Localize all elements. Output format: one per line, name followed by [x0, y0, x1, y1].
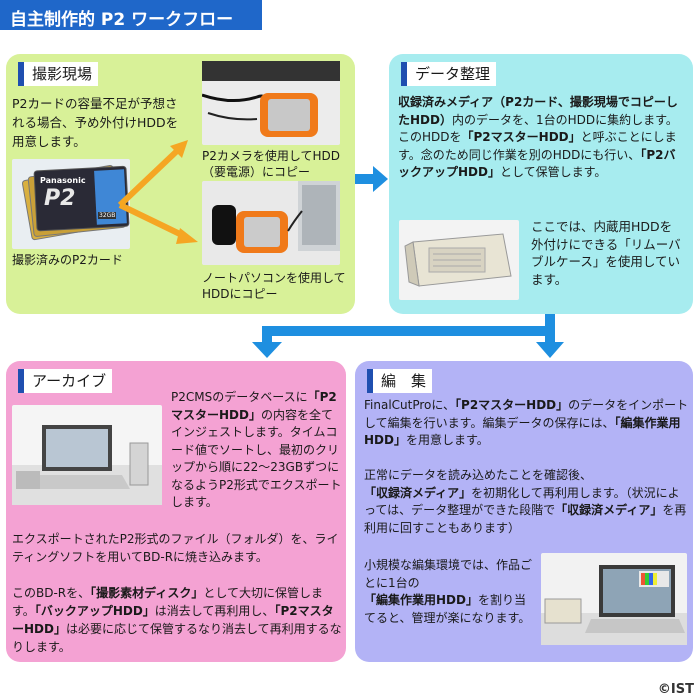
orange-arrow-down-icon	[118, 202, 198, 244]
removable-case-text: ここでは、内蔵用HDDを外付けにできる「リムーバブルケース」を使用しています。	[531, 219, 681, 287]
text-run: のデータをインポートして編集を行います。編集データの保存には、	[364, 398, 689, 430]
text-run: FinalCutProに、	[364, 398, 456, 412]
panel-header-edit: 編 集	[367, 369, 433, 393]
text-run: を用意します。	[405, 433, 489, 447]
edit-text-2: 正常にデータを読み込めたことを確認後、「収録済メディア」を初期化して再利用します…	[364, 467, 690, 537]
text-run: P2CMSのデータベースに	[171, 390, 308, 404]
text-run: を初期化して再利用します。（状況によっては、データ整理ができた段階で	[364, 485, 680, 518]
text-run: を割り当てると、管理が楽になります。	[364, 593, 531, 625]
shooting-note: P2カードの容量不足が予想される場合、予め外付けHDDを用意します。	[12, 96, 179, 149]
laptop-hdd-photo	[202, 181, 340, 265]
edit-text-1: FinalCutProに、「P2マスターHDD」のデータをインポートして編集を行…	[364, 397, 690, 450]
archive-text-3: このBD-Rを、「撮影素材ディスク」として大切に保管します。「バックアップHDD…	[12, 584, 342, 656]
emphasis-text: 「P2バックアップHDD」	[398, 147, 676, 180]
blue-arrow-split-icon	[252, 314, 564, 358]
panel-header-data: データ整理	[401, 62, 497, 86]
panel-shooting: 撮影現場 P2カードの容量不足が予想される場合、予め外付けHDDを用意します。 …	[6, 54, 355, 314]
copyright: ©IST	[657, 682, 694, 697]
edit-setup-photo	[541, 553, 687, 645]
text-run: の内容を全てインジェストします。タイムコード値でソートし、最初のクリップから順に…	[171, 407, 342, 510]
archive-text-1: P2CMSのデータベースに「P2マスターHDD」の内容を全てインジェストします。…	[171, 389, 343, 512]
text-run: 内のデータを、1台のHDDに集約します。このHDDを	[398, 112, 678, 145]
text-run: として保管します。	[499, 165, 607, 179]
text-run: として大切に保管します。	[12, 586, 323, 618]
edit-text-3: 小規模な編集環境では、作品ごとに1台の「編集作業用HDD」を割り当てると、管理が…	[364, 557, 532, 627]
laptop-caption: ノートパソコンを使用してHDDにコピー	[202, 271, 346, 301]
emphasis-text: 「P2マスターHDD」	[455, 398, 569, 412]
card-brand: Panasonic	[40, 176, 86, 185]
removable-case-photo	[399, 220, 519, 300]
text-run: 小規模な編集環境では、作品ごとに1台の	[364, 558, 533, 590]
emphasis-text: 「P2マスターHDD」	[171, 390, 337, 422]
emphasis-text: 「収録済メディア」	[364, 485, 472, 500]
p2-camera-photo	[201, 61, 340, 145]
panel-archive: アーカイブ P2CMSのデータベースに「P2マスターHDD」の内容を全てインジェ…	[6, 361, 346, 662]
p2-cards-photo: Panasonic P2 32GB	[12, 159, 130, 249]
text-run: 正常にデータを読み込めたことを確認後、	[364, 468, 593, 482]
card-logo: P2	[44, 186, 76, 211]
emphasis-text: 「バックアップHDD」	[34, 604, 155, 618]
panel-header-shooting: 撮影現場	[18, 62, 99, 86]
panel-data-organize: データ整理 収録済みメディア（P2カード、撮影現場でコピーしたHDD）内のデータ…	[389, 54, 693, 314]
panel-header-archive: アーカイブ	[18, 369, 113, 393]
emphasis-text: 収録済みメディア（P2カード、撮影現場でコピーしたHDD）	[398, 95, 678, 127]
emphasis-text: 「収録済メディア」	[555, 503, 663, 517]
emphasis-text: 「P2マスターHDD」	[12, 604, 334, 636]
camera-caption: P2カメラを使用してHDD（要電源）にコピー	[202, 149, 341, 179]
text-run: を再利用に回すこともあります）	[364, 503, 687, 535]
data-org-text: 収録済みメディア（P2カード、撮影現場でコピーしたHDD）内のデータを、1台のH…	[398, 94, 686, 182]
text-run: このBD-Rを、	[12, 586, 91, 600]
archive-text-2: エクスポートされたP2形式のファイル（フォルダ）を、ライティングソフトを用いてB…	[12, 532, 339, 564]
panel-edit: 編 集 FinalCutProに、「P2マスターHDD」のデータをインポートして…	[355, 361, 693, 662]
emphasis-text: 「編集作業用HDD」	[364, 593, 478, 607]
title-bar: 自主制作的 P2 ワークフロー	[0, 0, 262, 30]
page-title: 自主制作的 P2 ワークフロー	[10, 10, 234, 30]
p2-cards-caption: 撮影済みのP2カード	[12, 253, 123, 267]
card-size: 32GB	[98, 212, 117, 219]
emphasis-text: 「撮影素材ディスク」	[90, 586, 204, 600]
orange-arrow-up-icon	[117, 140, 188, 208]
text-run: は消去して再利用し、	[154, 604, 275, 618]
archive-setup-photo	[12, 405, 162, 505]
text-run: と呼ぶことにします。念のため同じ作業を別のHDDにも行い、	[398, 130, 677, 162]
emphasis-text: 「編集作業用HDD」	[364, 415, 681, 448]
blue-arrow-right-icon	[355, 166, 388, 192]
text-run: は必要に応じて保管するなり消去して再利用するなりします。	[12, 622, 342, 654]
emphasis-text: 「P2マスターHDD」	[461, 130, 581, 144]
